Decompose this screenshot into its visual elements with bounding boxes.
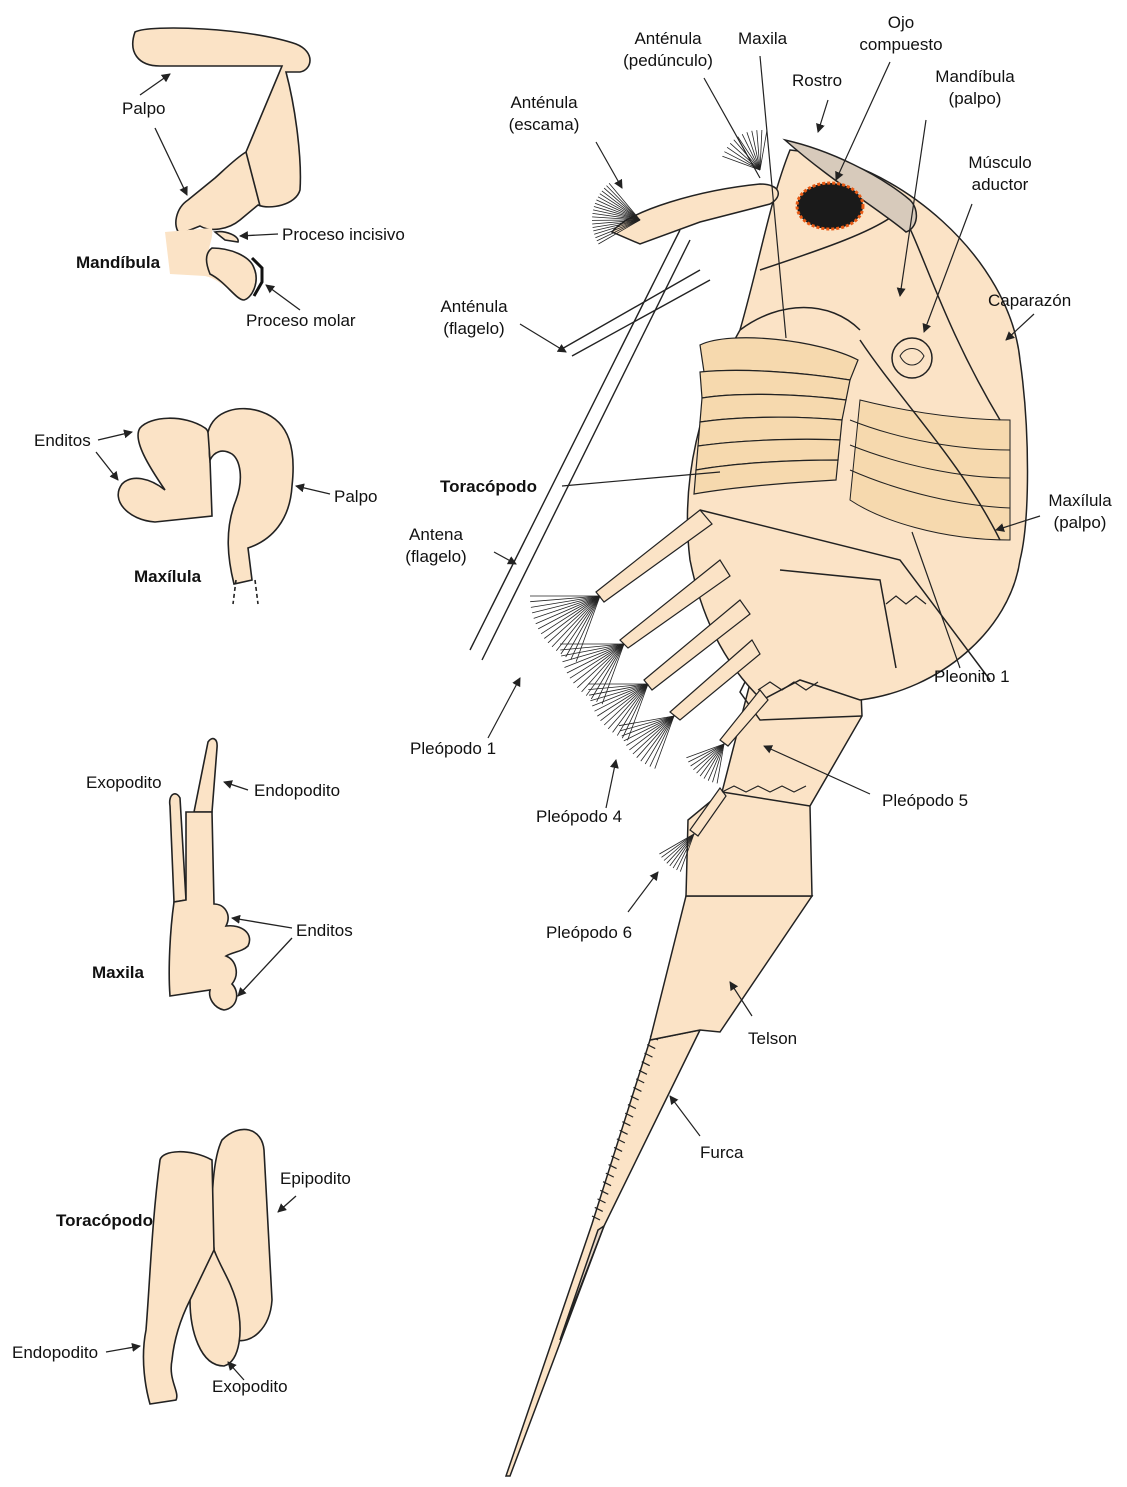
pleopodo-2-setae [560, 644, 624, 704]
maxila-title: Maxila [92, 962, 144, 984]
thoracopod-stack [694, 338, 858, 494]
maxila-label: Maxila [738, 28, 787, 50]
ojo-compuesto-label: Ojo compuesto [846, 12, 956, 56]
toracopodo-main-label: Toracópodo [440, 476, 537, 498]
furca-label: Furca [700, 1142, 743, 1164]
telson-label: Telson [748, 1028, 797, 1050]
antenula-flagelo-label: Anténula (flagelo) [424, 296, 524, 340]
toracopodo-title: Toracópodo [56, 1210, 153, 1232]
maxila-endopodito-label: Endopodito [254, 780, 340, 802]
caparazon-label: Caparazón [988, 290, 1071, 312]
telson-shape [650, 896, 812, 1040]
maxilula-enditos-label: Enditos [34, 430, 91, 452]
mandibula-palpo-shape [133, 28, 310, 234]
mandibula-title: Mandíbula [76, 252, 160, 274]
maxila-exopodito [170, 794, 186, 902]
maxilula-palpo-label: Palpo [334, 486, 377, 508]
maxila-exopodito-label: Exopodito [86, 772, 162, 794]
pleopodo-5-setae [686, 744, 724, 783]
pleopodo-3-setae [588, 684, 648, 740]
pleopodo-1-setae [530, 596, 600, 662]
pleopodo-6-label: Pleópodo 6 [546, 922, 632, 944]
pleopodo-4-label: Pleópodo 4 [536, 806, 622, 828]
toracopodo-epipodito-label: Epipodito [280, 1168, 351, 1190]
antenula-pedunculo-shape [612, 184, 778, 244]
pleonito-1-label: Pleonito 1 [934, 666, 1010, 688]
maxilula-enditos [118, 418, 212, 522]
musculo-aductor-shape [892, 338, 932, 378]
mandibula-palpo-label: Palpo [122, 98, 165, 120]
toracopodo-inset [143, 1129, 272, 1404]
compound-eye-shape [797, 183, 863, 229]
maxila-inset [169, 739, 249, 1010]
toracopodo-endopodito-label: Endopodito [12, 1342, 98, 1364]
mandibula-palpo-main-label: Mandíbula (palpo) [920, 66, 1030, 110]
antenula-pedunculo-label: Anténula (pedúnculo) [608, 28, 728, 72]
toracopodo-exopodito-label: Exopodito [212, 1376, 288, 1398]
pleopodo-5-label: Pleópodo 5 [882, 790, 968, 812]
proceso-molar-label: Proceso molar [246, 310, 356, 332]
maxilula-title: Maxílula [134, 566, 201, 588]
maxila-endopodito [194, 739, 217, 812]
maxilula-palpo [208, 409, 293, 584]
maxila-enditos-label: Enditos [296, 920, 353, 942]
pleopodo-1-label: Pleópodo 1 [410, 738, 496, 760]
antena-flagelo-label: Antena (flagelo) [388, 524, 484, 568]
pleopodo-4-setae [619, 716, 674, 769]
proceso-incisivo-label: Proceso incisivo [282, 224, 405, 246]
maxilula-palpo-label: Maxílula (palpo) [1030, 490, 1127, 534]
antenula-escama-label: Anténula (escama) [494, 92, 594, 136]
rostro-label: Rostro [792, 70, 842, 92]
musculo-aductor-label: Músculo aductor [950, 152, 1050, 196]
